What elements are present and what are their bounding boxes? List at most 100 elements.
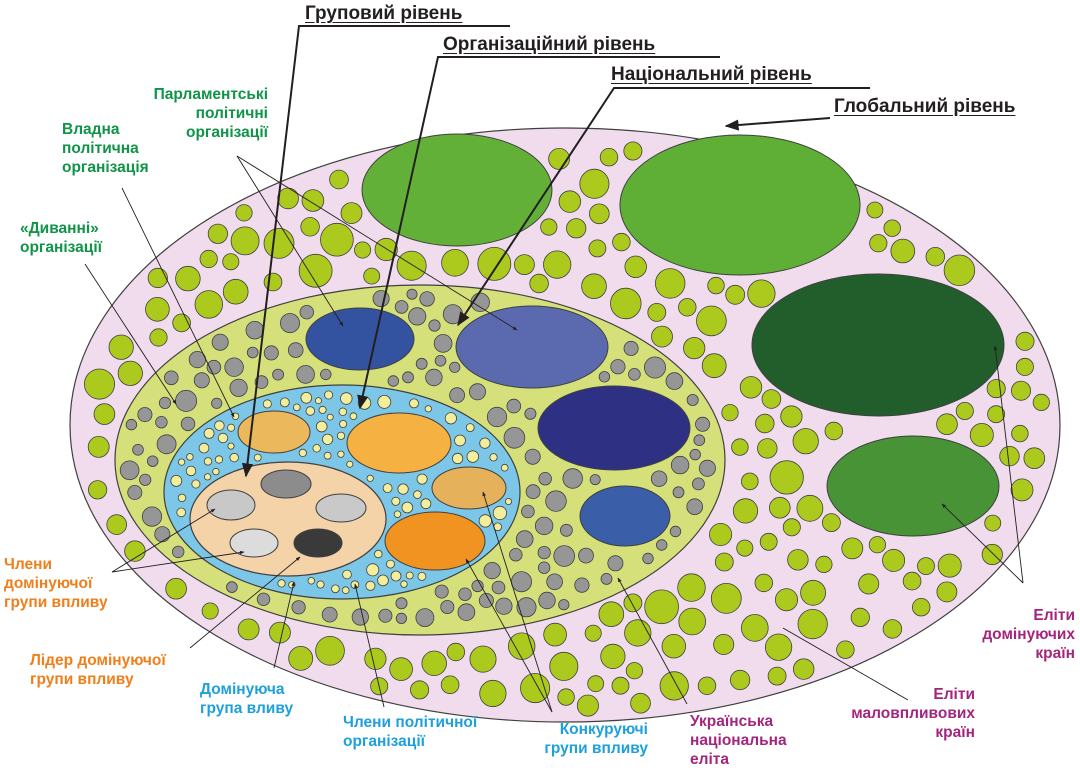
dot: [1015, 331, 1035, 351]
competing-group-3: [431, 466, 507, 510]
dot: [553, 545, 575, 567]
dot: [386, 559, 395, 569]
dot: [377, 574, 389, 587]
dot: [440, 675, 460, 695]
dot: [701, 353, 727, 379]
dot: [406, 288, 418, 300]
dot: [440, 600, 455, 615]
dot: [320, 368, 332, 381]
dot: [277, 579, 286, 588]
dot: [230, 226, 260, 256]
dot: [227, 442, 235, 450]
dot: [1010, 478, 1034, 502]
dot: [287, 342, 304, 358]
dot: [780, 405, 803, 428]
dot: [600, 643, 626, 670]
dot: [312, 444, 321, 453]
dot: [890, 238, 916, 264]
dot: [479, 679, 507, 708]
dot: [321, 606, 338, 623]
dot: [587, 675, 605, 693]
dot: [707, 276, 725, 295]
dot: [382, 483, 393, 494]
dot: [579, 168, 610, 199]
dot: [329, 169, 349, 190]
dot: [538, 472, 552, 486]
dot: [917, 557, 935, 575]
dot: [224, 357, 244, 377]
dot: [562, 468, 583, 489]
dot: [288, 646, 314, 671]
ukrainian-elite-label: Українська національна еліта: [690, 713, 787, 768]
dot: [449, 387, 466, 404]
global-level-pointer: [724, 117, 831, 131]
dot: [301, 189, 325, 212]
dot: [314, 397, 322, 405]
dominant-group-members-label: Члени домінуючої групи впливу: [4, 556, 108, 611]
dot: [558, 599, 570, 611]
dot: [623, 340, 639, 356]
dot: [323, 451, 332, 460]
dot: [560, 523, 573, 537]
dot: [229, 452, 239, 463]
dot: [678, 607, 706, 636]
dot: [510, 571, 532, 593]
dot: [226, 581, 238, 593]
dot: [574, 577, 590, 593]
dot: [768, 496, 791, 519]
dot: [764, 633, 793, 661]
dot: [246, 346, 259, 359]
dominant-group-leader-label: Лідер домінуючої групи впливу: [30, 652, 166, 688]
dot: [446, 642, 466, 662]
dot: [180, 416, 196, 432]
group-leader: [293, 528, 343, 558]
dot: [815, 555, 833, 574]
dot: [986, 379, 1006, 399]
dot: [454, 434, 466, 447]
dot: [222, 253, 240, 271]
dot: [315, 635, 345, 666]
dot: [557, 688, 575, 706]
dot: [793, 658, 815, 680]
dot: [88, 480, 108, 500]
dot: [607, 555, 624, 572]
dot: [841, 537, 864, 560]
dot: [194, 290, 224, 319]
dot: [868, 536, 887, 554]
dot: [203, 427, 215, 439]
dot: [759, 532, 778, 551]
political-org-members-label: Члени політичної організації: [343, 714, 478, 750]
dot: [912, 598, 931, 617]
dot: [800, 579, 826, 606]
dot: [678, 298, 697, 317]
sofa-orgs-label: «Диванні» організації: [20, 220, 102, 256]
dot: [377, 394, 392, 409]
dot: [199, 249, 218, 269]
dot: [390, 570, 402, 582]
dot: [415, 608, 435, 627]
dot: [588, 203, 610, 225]
dot: [538, 591, 556, 610]
dot: [987, 405, 1005, 424]
dot: [611, 676, 630, 695]
dot: [346, 460, 354, 468]
dot: [598, 601, 625, 627]
dot: [387, 375, 400, 387]
dot: [272, 368, 285, 381]
dot: [491, 580, 506, 595]
dot: [393, 510, 402, 518]
dot: [969, 422, 994, 447]
dot: [395, 612, 407, 625]
dot: [374, 237, 398, 262]
dot: [320, 222, 354, 257]
group-member-4: [229, 528, 279, 558]
dot: [401, 501, 414, 514]
ruling-org-label: Владна політична організація: [62, 121, 149, 176]
dot: [483, 561, 501, 580]
dot: [610, 287, 642, 320]
dot: [444, 412, 457, 425]
dot: [465, 423, 475, 433]
dot: [558, 190, 582, 213]
political-org-1: [305, 307, 415, 371]
dot: [354, 241, 372, 259]
